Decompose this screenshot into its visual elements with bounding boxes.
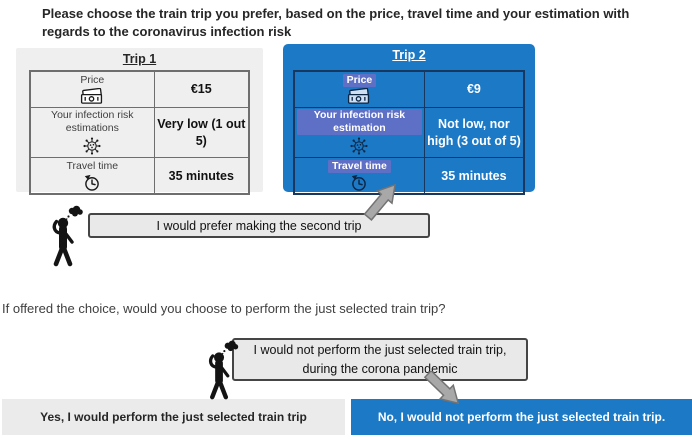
clock-icon xyxy=(352,174,367,191)
trip1-time-label: Travel time xyxy=(66,159,119,172)
trip1-risk-value: Very low (1 out 5) xyxy=(153,106,250,159)
answer-no-button-selected[interactable]: No, I would not perform the just selecte… xyxy=(351,399,692,435)
table-row: Your infection risk estimations xyxy=(29,106,250,159)
question2-title: If offered the choice, would you choose … xyxy=(2,301,446,316)
money-icon xyxy=(81,88,103,104)
table-row: Travel time 35 minutes xyxy=(293,157,525,195)
speech-bubble-line2: during the corona pandemic xyxy=(302,361,458,376)
trip1-price-label: Price xyxy=(80,73,105,86)
trip1-table: Price €15 Your infection ri xyxy=(29,70,250,196)
trip1-option[interactable]: Trip 1 Price €15 xyxy=(16,48,263,196)
selection-arrow-up-icon xyxy=(363,183,396,221)
trip1-time-value: 35 minutes xyxy=(153,157,250,195)
trip2-price-label: Price xyxy=(342,73,377,88)
trip1-price-value: €15 xyxy=(153,70,250,108)
question1-title: Please choose the train trip you prefer,… xyxy=(42,6,630,40)
trip2-price-value: €9 xyxy=(423,70,525,108)
virus-icon xyxy=(83,137,101,155)
thinking-person-icon xyxy=(52,205,83,267)
trip1-header: Trip 1 xyxy=(122,52,157,66)
trip1-risk-label: Your infection risk estimations xyxy=(51,109,134,135)
trip2-table: Price €9 Your infection ris xyxy=(293,70,525,196)
trip2-option-selected[interactable]: Trip 2 Price €9 xyxy=(283,44,535,196)
trip2-header: Trip 2 xyxy=(392,48,426,62)
trip2-risk-value: Not low, nor high (3 out of 5) xyxy=(423,106,525,159)
trip2-risk-label: Your infection risk estimation xyxy=(297,109,422,136)
table-row: Price €15 xyxy=(29,70,250,108)
table-row: Price €9 xyxy=(293,70,525,108)
virus-icon xyxy=(350,137,368,155)
speech-bubble: I would not perform the just selected tr… xyxy=(232,338,528,381)
answer-yes-label: Yes, I would perform the just selected t… xyxy=(40,410,307,424)
preference-banner-text: I would prefer making the second trip xyxy=(156,218,362,233)
thinking-person-icon xyxy=(208,340,239,400)
clock-icon xyxy=(85,174,100,191)
trip2-time-label: Travel time xyxy=(327,159,391,173)
trip2-time-value: 35 minutes xyxy=(423,157,525,195)
answer-no-label: No, I would not perform the just selecte… xyxy=(377,410,666,424)
table-row: Your infection risk estimation xyxy=(293,106,525,159)
money-icon xyxy=(348,88,370,104)
selection-arrow-down-icon xyxy=(423,371,460,405)
answer-yes-button[interactable]: Yes, I would perform the just selected t… xyxy=(2,399,345,435)
table-row: Travel time 35 minutes xyxy=(29,157,250,195)
speech-bubble-line1: I would not perform the just selected tr… xyxy=(253,343,507,358)
